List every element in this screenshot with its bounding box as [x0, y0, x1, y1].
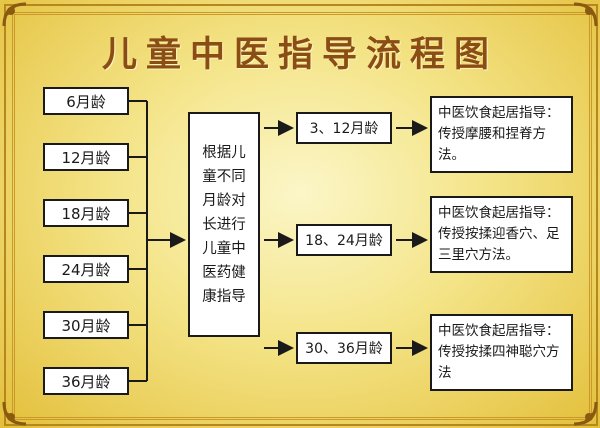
- corner-ornament-icon: [572, 400, 598, 426]
- age-box: 18月龄: [43, 199, 129, 227]
- page-title: 儿童中医指导流程图: [101, 34, 498, 75]
- age-box: 24月龄: [43, 255, 129, 283]
- center-guidance-text: 根据儿童不同月龄对长进行儿童中医药健康指导: [202, 144, 246, 305]
- stage-box: 30、36月龄: [296, 332, 392, 364]
- age-box: 6月龄: [43, 87, 129, 115]
- stage-box: 18、24月龄: [296, 224, 392, 256]
- center-guidance-box: 根据儿童不同月龄对长进行儿童中医药健康指导: [188, 112, 260, 337]
- result-box: 中医饮食起居指导：传授摩腰和捏脊方法。: [430, 96, 573, 173]
- age-box: 30月龄: [43, 311, 129, 339]
- corner-ornament-icon: [572, 2, 598, 28]
- outer-frame: [4, 4, 598, 426]
- corner-ornament-icon: [2, 2, 28, 28]
- result-box: 中医饮食起居指导：传授按揉迎香穴、足三里穴方法。: [430, 196, 573, 273]
- stage-box: 3、12月龄: [296, 112, 392, 144]
- corner-ornament-icon: [2, 400, 28, 426]
- age-box: 12月龄: [43, 143, 129, 171]
- inner-frame: [12, 12, 592, 420]
- result-box: 中医饮食起居指导：传授按揉四神聪穴方法: [430, 314, 573, 391]
- age-box: 36月龄: [43, 367, 129, 395]
